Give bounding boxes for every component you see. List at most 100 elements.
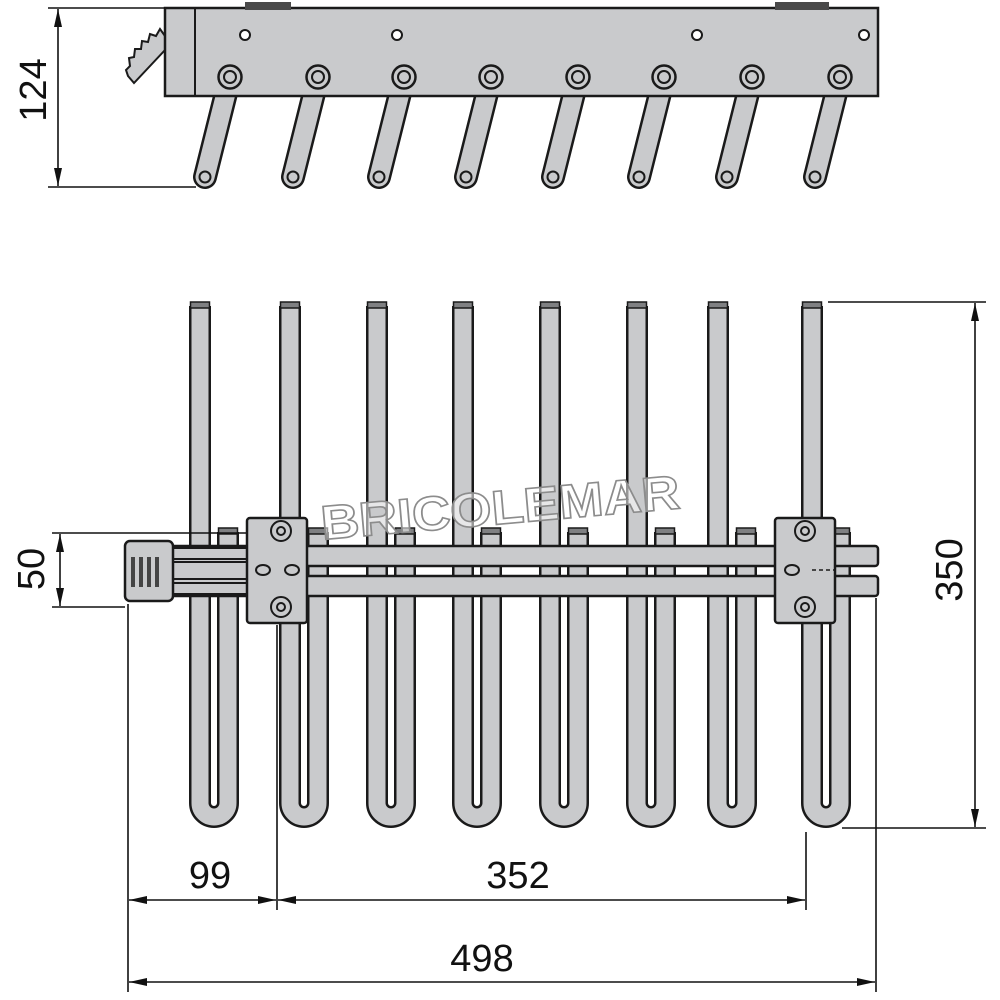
- dimension-bar-height: 50: [11, 532, 246, 608]
- slot-oval: [255, 564, 271, 576]
- side-peg-ring: [391, 64, 417, 90]
- plan-rod-tip: [217, 527, 239, 535]
- bracket-plate: [245, 516, 309, 625]
- side-peg-ring-hole: [397, 70, 411, 84]
- end-cap: [123, 539, 175, 603]
- side-peg-end-hole: [632, 170, 646, 184]
- hanger-clip: [124, 27, 166, 85]
- dimension-label: 352: [486, 855, 549, 897]
- side-peg-ring-hole: [484, 70, 498, 84]
- side-peg-mount: [565, 64, 591, 90]
- screw-icon: [270, 520, 292, 542]
- side-view-peg-mounts: [217, 64, 853, 90]
- side-peg-ring-hole: [311, 70, 325, 84]
- rail-hole: [691, 29, 703, 41]
- extension-lines-horizontal-dims: [127, 598, 877, 992]
- connector-prong: [167, 582, 251, 595]
- plan-view: [123, 301, 880, 828]
- plan-rod-tip: [480, 527, 502, 535]
- connector-prongs: [167, 547, 251, 595]
- plan-rod-tip: [707, 301, 729, 309]
- dimension-label: 498: [450, 938, 513, 980]
- plan-rod-tip: [539, 301, 561, 309]
- bracket-plate: [773, 516, 837, 625]
- side-peg-end-hole: [459, 170, 473, 184]
- plan-rod-body: [803, 306, 849, 826]
- side-peg-mount: [651, 64, 677, 90]
- dimension-label: 124: [13, 58, 55, 121]
- mounting-bracket-left: [245, 516, 309, 625]
- side-peg-ring-hole: [223, 70, 237, 84]
- side-peg-mount: [217, 64, 243, 90]
- side-peg-mount: [391, 64, 417, 90]
- dimension-label: 99: [189, 855, 231, 897]
- side-peg-ring-hole: [833, 70, 847, 84]
- side-peg-ring: [739, 64, 765, 90]
- plan-rod: [279, 301, 329, 828]
- side-peg-ring: [565, 64, 591, 90]
- plan-rod-tip: [567, 527, 589, 535]
- side-peg-mount: [478, 64, 504, 90]
- side-peg-ring: [478, 64, 504, 90]
- dimension-label: 350: [929, 538, 971, 601]
- side-peg-ring-hole: [571, 70, 585, 84]
- plan-rod-tip: [654, 527, 676, 535]
- end-cap-slot: [139, 557, 143, 587]
- plan-rod-body: [368, 306, 414, 826]
- side-peg-mount: [739, 64, 765, 90]
- rail-hole: [858, 29, 870, 41]
- connector-prong: [167, 561, 251, 580]
- plan-view-rods: [189, 301, 851, 828]
- plan-rod-body: [709, 306, 755, 826]
- plan-rod: [539, 301, 589, 828]
- dimension-left-offset: 99: [129, 855, 276, 904]
- rail-hole: [391, 29, 403, 41]
- rail-hole: [239, 29, 251, 41]
- plan-rod-tip: [307, 527, 329, 535]
- side-peg-ring: [305, 64, 331, 90]
- plan-rod-tip: [801, 301, 823, 309]
- side-peg-end-hole: [720, 170, 734, 184]
- connector-prong: [167, 547, 251, 560]
- plan-rod-tip: [366, 301, 388, 309]
- plan-rod: [801, 301, 851, 828]
- plan-rod: [707, 301, 757, 828]
- top-rail: [163, 6, 880, 98]
- plan-rod: [626, 301, 676, 828]
- screw-icon: [794, 520, 816, 542]
- plan-rod-body: [281, 306, 327, 826]
- plan-rod: [366, 301, 416, 828]
- side-peg-ring: [651, 64, 677, 90]
- dimension-overall-width: 498: [129, 938, 875, 986]
- side-peg-end-hole: [286, 170, 300, 184]
- side-peg-ring: [217, 64, 243, 90]
- plan-rod-body: [454, 306, 500, 826]
- plan-rod: [189, 301, 239, 828]
- end-cap-slot: [155, 557, 159, 587]
- end-cap-slot: [131, 557, 135, 587]
- screw-hole: [276, 602, 286, 612]
- side-peg-mount: [827, 64, 853, 90]
- plan-rod-tip: [452, 301, 474, 309]
- plan-rod-tip: [735, 527, 757, 535]
- screw-icon: [270, 596, 292, 618]
- side-view: [124, 2, 880, 189]
- side-peg-end-hole: [198, 170, 212, 184]
- screw-hole: [276, 526, 286, 536]
- side-peg-end-hole: [546, 170, 560, 184]
- screw-icon: [794, 596, 816, 618]
- screw-hole: [800, 526, 810, 536]
- plan-rod-body: [628, 306, 674, 826]
- side-peg-ring-hole: [657, 70, 671, 84]
- side-peg-end-hole: [372, 170, 386, 184]
- plan-rod-tip: [279, 301, 301, 309]
- dimension-bracket-spacing: 352: [278, 855, 805, 904]
- end-cap-slot: [147, 557, 151, 587]
- plan-rod-tip: [394, 527, 416, 535]
- dimension-side-height: 124: [13, 7, 196, 188]
- mounting-bracket-right: [773, 516, 837, 625]
- plan-rod-body: [541, 306, 587, 826]
- dimension-label: 50: [11, 548, 53, 590]
- plan-rod: [452, 301, 502, 828]
- plan-rod-body: [191, 306, 237, 826]
